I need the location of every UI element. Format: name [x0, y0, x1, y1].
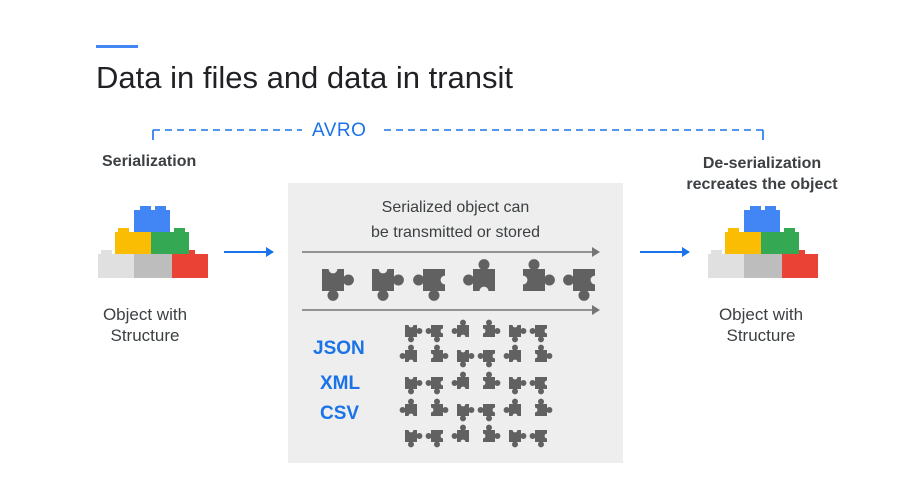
puzzle-piece-icon	[477, 349, 498, 368]
puzzle-piece-icon	[480, 319, 501, 338]
format-csv: CSV	[320, 403, 360, 424]
puzzle-piece-icon	[532, 344, 553, 363]
puzzle-piece-icon	[405, 427, 423, 448]
slide-title: Data in files and data in transit	[96, 60, 514, 95]
panel-text-line1: Serialized object can	[381, 199, 530, 216]
puzzle-piece-icon	[405, 322, 423, 343]
transmit-arrow-bottom	[302, 305, 600, 315]
arrow-right-icon	[224, 247, 274, 257]
format-xml: XML	[320, 373, 361, 394]
format-json: JSON	[313, 338, 365, 359]
puzzle-piece-icon	[503, 398, 521, 419]
puzzle-piece-icon	[322, 264, 354, 301]
serialized-panel	[288, 183, 623, 463]
puzzle-piece-icon	[451, 424, 469, 445]
puzzle-piece-icon	[509, 374, 527, 395]
puzzle-piece-icon	[451, 319, 469, 340]
serialization-heading: Serialization	[102, 153, 197, 170]
puzzle-piece-icon	[480, 424, 501, 443]
puzzle-piece-icon	[529, 324, 550, 343]
left-lego-blocks-icon	[98, 206, 208, 278]
puzzle-piece-icon	[563, 268, 600, 301]
puzzle-piece-icon	[428, 344, 449, 363]
deserialization-heading-line2: recreates the object	[686, 176, 838, 193]
puzzle-piece-icon	[405, 374, 423, 395]
left-object-caption: Object with Structure	[80, 304, 210, 346]
panel-text-line2: be transmitted or stored	[371, 224, 540, 241]
puzzle-piece-icon	[428, 398, 449, 417]
right-caption-line2: Structure	[726, 326, 796, 345]
puzzle-piece-icon	[399, 398, 417, 419]
panel-description: Serialized object can be transmitted or …	[288, 195, 623, 245]
puzzle-piece-icon	[463, 259, 495, 296]
avro-label: AVRO	[312, 120, 367, 141]
puzzle-piece-icon	[425, 429, 446, 448]
puzzle-piece-icon	[477, 403, 498, 422]
puzzle-piece-icon	[413, 268, 450, 301]
left-caption-line2: Structure	[110, 326, 180, 345]
right-object-caption: Object with Structure	[696, 304, 826, 346]
deserialization-heading: De-serialization recreates the object	[672, 153, 852, 195]
right-caption-line1: Object with	[718, 305, 804, 324]
puzzle-piece-icon	[451, 371, 469, 392]
right-lego-blocks-icon	[708, 206, 818, 278]
puzzle-piece-icon	[509, 322, 527, 343]
puzzle-piece-icon	[399, 344, 417, 365]
title-accent-line	[96, 45, 138, 48]
transmit-arrow-top	[302, 247, 600, 257]
puzzle-piece-icon	[509, 427, 527, 448]
puzzle-piece-icon	[425, 324, 446, 343]
puzzle-piece-icon	[457, 401, 475, 422]
puzzle-piece-icon	[457, 347, 475, 368]
deserialization-heading-line1: De-serialization	[702, 155, 822, 172]
puzzle-piece-icon	[518, 259, 555, 292]
puzzle-piece-icon	[532, 398, 553, 417]
puzzle-piece-icon	[480, 371, 501, 390]
puzzle-piece-icon	[529, 429, 550, 448]
puzzle-piece-icon	[425, 376, 446, 395]
puzzle-piece-icon	[372, 264, 404, 301]
arrow-right-icon	[640, 247, 690, 257]
left-caption-line1: Object with	[102, 305, 188, 324]
puzzle-piece-icon	[503, 344, 521, 365]
puzzle-piece-icon	[529, 376, 550, 395]
